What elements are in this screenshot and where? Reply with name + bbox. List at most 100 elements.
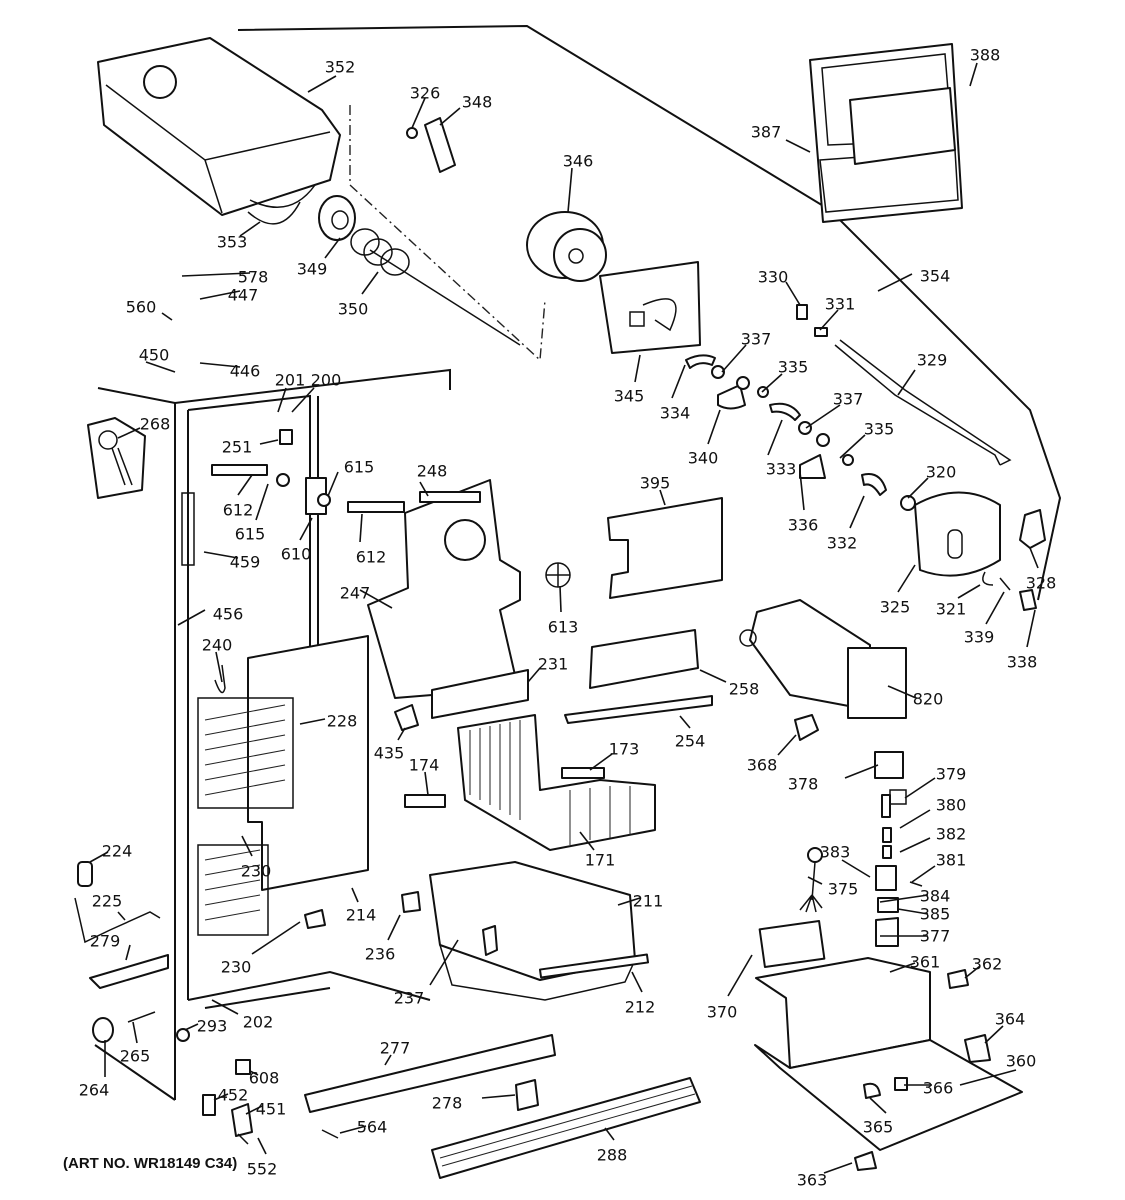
leader-line-360 [959,1069,1017,1086]
spring-224 [77,861,93,887]
part-callout-456: 456 [213,605,244,624]
part-callout-174: 174 [409,756,440,775]
grille-288 [431,1077,701,1179]
gear-assembly [685,304,1012,511]
slide-174 [404,794,446,808]
bracket-278 [515,1079,539,1111]
leader-line-330 [785,281,801,306]
cover-panel-395 [607,497,723,599]
leader-line-446 [199,362,241,368]
leader-line-230 [251,921,301,955]
part-callout-214: 214 [346,906,377,925]
axle-265 [127,1011,156,1023]
leader-line-608 [249,1070,259,1076]
leader-line-364 [984,1025,1004,1044]
part-callout-610: 610 [281,545,312,564]
bearing-349 [318,195,356,241]
leader-line-435 [397,727,406,741]
leader-line-612 [237,474,253,496]
leader-line-564 [339,1125,367,1134]
leader-line-363 [823,1162,853,1174]
leader-line-251 [259,439,279,445]
part-callout-335: 335 [778,358,809,377]
latch-362 [947,969,969,989]
part-callout-346: 346 [563,152,594,171]
leader-line-240 [215,651,223,683]
leader-line-258 [699,669,727,683]
part-callout-366: 366 [923,1079,954,1098]
leader-line-379 [904,777,936,799]
leader-line-332 [849,495,865,529]
part-callout-293: 293 [197,1017,228,1036]
shim-452 [202,1094,216,1116]
solenoid-364 [964,1034,991,1063]
bushing-615 [276,473,290,487]
part-callout-231: 231 [538,655,569,674]
leader-line-171 [579,831,595,851]
motor-346 [526,211,607,282]
part-callout-560: 560 [126,298,157,317]
leader-line-362 [964,965,981,979]
part-callout-171: 171 [585,851,616,870]
freezer-liner [94,368,451,1101]
leader-line-378 [844,764,879,779]
leader-line-340 [707,409,721,445]
leader-line-560 [161,312,173,321]
part-callout-212: 212 [625,998,656,1017]
leader-line-200 [291,387,315,413]
bracket-236 [401,891,421,913]
stop-363 [854,1151,877,1171]
rail-277 [304,1034,556,1113]
leader-line-349 [324,237,341,259]
light-socket-268 [87,417,146,499]
part-callout-345: 345 [614,387,645,406]
rod-329 [834,344,1001,466]
leader-line-328 [1029,547,1039,569]
cover-348 [424,117,456,173]
rail-231 [431,669,529,719]
part-callout-613: 613 [548,618,579,637]
leader-line-353 [239,221,261,237]
channel-279 [89,954,169,989]
leader-line-174 [424,771,429,796]
leader-line-610 [299,517,313,541]
leader-line-237 [429,939,459,986]
part-callout-335: 335 [864,420,895,439]
mounting-plate-345 [599,261,701,354]
part-callout-435: 435 [374,744,405,763]
leader-line-345 [634,354,641,383]
leader-line-326 [411,97,426,129]
part-callout-820: 820 [913,690,944,709]
leader-line-236 [387,914,401,941]
part-callout-224: 224 [102,842,133,861]
leader-line-320 [907,477,929,499]
trim-212 [538,953,650,979]
part-callout-381: 381 [936,851,967,870]
fan-blade-613 [545,562,571,588]
bracket-612b [347,501,405,513]
leader-line-350 [361,271,379,295]
part-callout-278: 278 [432,1094,463,1113]
part-callout-264: 264 [79,1081,110,1100]
leader-line-352 [307,75,337,93]
leader-line-335 [761,373,783,393]
screw-564 [321,1129,339,1139]
leader-line-578 [181,272,251,277]
part-callout-452: 452 [218,1086,249,1105]
part-callout-612: 612 [223,501,254,520]
leader-line-456 [177,609,206,626]
wire-harness-375 [799,847,823,913]
part-callout-387: 387 [751,123,782,142]
leader-line-265 [132,1021,138,1044]
leader-line-451 [245,1105,263,1115]
bracket-368 [794,714,819,741]
part-callout-320: 320 [926,463,957,482]
dispenser-door-388 [849,87,956,165]
cover-258 [589,629,699,689]
leader-line-381 [911,865,936,883]
leader-line-293 [184,1023,199,1031]
part-callout-615: 615 [344,458,375,477]
bushing-615b [317,493,331,507]
part-callout-277: 277 [380,1039,411,1058]
